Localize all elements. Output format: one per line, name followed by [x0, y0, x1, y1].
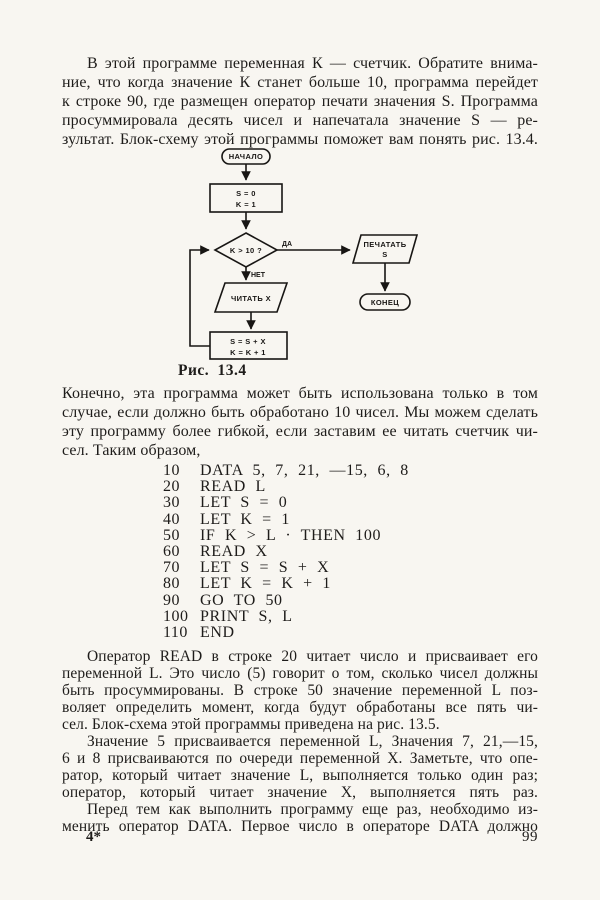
flowchart-node-init: S = 0 K = 1 — [209, 183, 283, 213]
text-line: Конечно, эта программа может быть исполь… — [62, 385, 538, 402]
code-line: 90 GO TO 50 — [163, 591, 538, 609]
code-line: 10 DATA 5, 7, 21, —15, 6, 8 — [163, 462, 538, 479]
flowchart-node-start: НАЧАЛО — [221, 148, 271, 165]
code-statement: LET S = S + X — [200, 559, 330, 577]
connector-loop-back — [189, 245, 210, 347]
text-line: Перед тем как выполнить программу еще ра… — [87, 801, 538, 818]
code-line-number: 50 — [163, 526, 180, 544]
page-number: 99 — [522, 829, 538, 845]
code-line-number: 20 — [163, 478, 180, 496]
code-line: 60 READ X — [163, 543, 538, 561]
code-statement: IF K > L · THEN 100 — [200, 526, 382, 544]
no-branch-label: НЕТ — [251, 272, 266, 279]
flowchart-node-read: ЧИТАТЬ X — [213, 282, 289, 313]
text-line: к строке 90, где размещен оператор печат… — [62, 93, 538, 110]
text-line: просуммировала десять чисел и напечатала… — [62, 112, 538, 129]
code-line: 30 LET S = 0 — [163, 495, 538, 511]
code-line-number: 100 — [163, 607, 189, 625]
code-statement: READ L — [200, 478, 266, 496]
code-statement: GO TO 50 — [200, 591, 283, 609]
yes-branch-label: ДА — [282, 241, 292, 248]
code-line-number: 10 — [163, 462, 180, 479]
start-label: НАЧАЛО — [229, 152, 264, 161]
print-line1: ПЕЧАТАТЬ — [363, 240, 406, 249]
code-line: 20 READ L — [163, 479, 538, 495]
init-line1: S = 0 — [236, 189, 256, 198]
end-label: КОНЕЦ — [371, 298, 399, 307]
code-line-number: 90 — [163, 591, 180, 609]
flowchart-figure: НАЧАЛО S = 0 K = 1 K > 10 ? ДА НЕТ ПЕЧАТ… — [148, 146, 448, 378]
code-statement: DATA 5, 7, 21, —15, 6, 8 — [200, 462, 409, 479]
code-line-number: 70 — [163, 559, 180, 577]
code-statement: READ X — [200, 543, 268, 561]
update-line2: K = K + 1 — [230, 348, 266, 357]
paragraph-rerun: Перед тем как выполнить программу еще ра… — [62, 801, 538, 835]
paragraph-read-explain: Оператор READ в строке 20 читает число и… — [62, 648, 538, 733]
flowchart-node-update: S = S + X K = K + 1 — [209, 331, 288, 360]
text-line: воляет определить момент, когда будут об… — [62, 699, 538, 716]
text-line: оператор, который читает значение X, вып… — [62, 784, 538, 801]
text-line: эту программу более гибкой, если застави… — [62, 423, 538, 440]
text-line: ратор, который читает значение L, выполн… — [62, 767, 538, 784]
page-footer: 4* 99 — [62, 829, 538, 846]
flowchart-canvas: НАЧАЛО S = 0 K = 1 K > 10 ? ДА НЕТ ПЕЧАТ… — [189, 148, 419, 360]
code-line-number: 60 — [163, 543, 180, 561]
code-statement: END — [200, 624, 235, 642]
figure-caption: Рис. 13.4 — [178, 362, 247, 379]
update-line1: S = S + X — [230, 337, 266, 346]
text-line: 6 и 8 присваиваются по очереди переменно… — [62, 750, 538, 767]
text-line: менить оператор DATA. Первое число в опе… — [62, 818, 538, 835]
text-line: сел. Блок-схема этой программы приведена… — [62, 716, 440, 733]
code-line: 40 LET K = 1 — [163, 510, 538, 528]
code-line: 110 END — [163, 624, 538, 642]
text-line: переменной L. Это число (5) говорит о то… — [62, 665, 538, 682]
text-line: В этой программе переменная К — счетчик.… — [87, 55, 538, 72]
read-label: ЧИТАТЬ X — [231, 294, 271, 303]
code-statement: LET K = 1 — [200, 510, 291, 528]
code-line: 50 IF K > L · THEN 100 — [163, 526, 538, 544]
paragraph-flexible: Конечно, эта программа может быть исполь… — [62, 384, 538, 460]
code-statement: LET S = 0 — [200, 494, 288, 512]
print-line2: S — [382, 250, 387, 259]
code-line-number: 40 — [163, 510, 180, 528]
decision-label: K > 10 ? — [230, 246, 262, 255]
code-line-number: 30 — [163, 494, 180, 512]
code-statement: LET K = K + 1 — [200, 575, 331, 593]
code-line: 80 LET K = K + 1 — [163, 576, 538, 592]
text-line: сел. Таким образом, — [62, 442, 201, 459]
code-statement: PRINT S, L — [200, 607, 293, 625]
text-line: ние, что когда значение К станет больше … — [62, 74, 538, 91]
printer-signature: 4* — [86, 829, 101, 845]
code-line: 100 PRINT S, L — [163, 607, 538, 625]
text-line: быть просуммированы. В строке 50 значени… — [62, 682, 538, 699]
init-line2: K = 1 — [236, 200, 256, 209]
code-line-number: 80 — [163, 575, 180, 593]
text-line: случае, если должно быть обработано 10 ч… — [62, 404, 538, 421]
text-line: Значение 5 присваивается переменной L, З… — [87, 733, 538, 750]
text-line: зультат. Блок-схему этой программы помож… — [62, 131, 538, 148]
flowchart-node-print: ПЕЧАТАТЬ S — [351, 234, 419, 264]
code-line: 70 LET S = S + X — [163, 560, 538, 576]
paragraph-values: Значение 5 присваивается переменной L, З… — [62, 733, 538, 801]
flowchart-node-decision: K > 10 ? — [213, 232, 279, 268]
flowchart-node-end: КОНЕЦ — [359, 293, 411, 311]
text-line: Оператор READ в строке 20 читает число и… — [87, 648, 538, 665]
paragraph-intro: В этой программе переменная К — счетчик.… — [62, 54, 538, 149]
code-line-number: 110 — [163, 624, 188, 642]
